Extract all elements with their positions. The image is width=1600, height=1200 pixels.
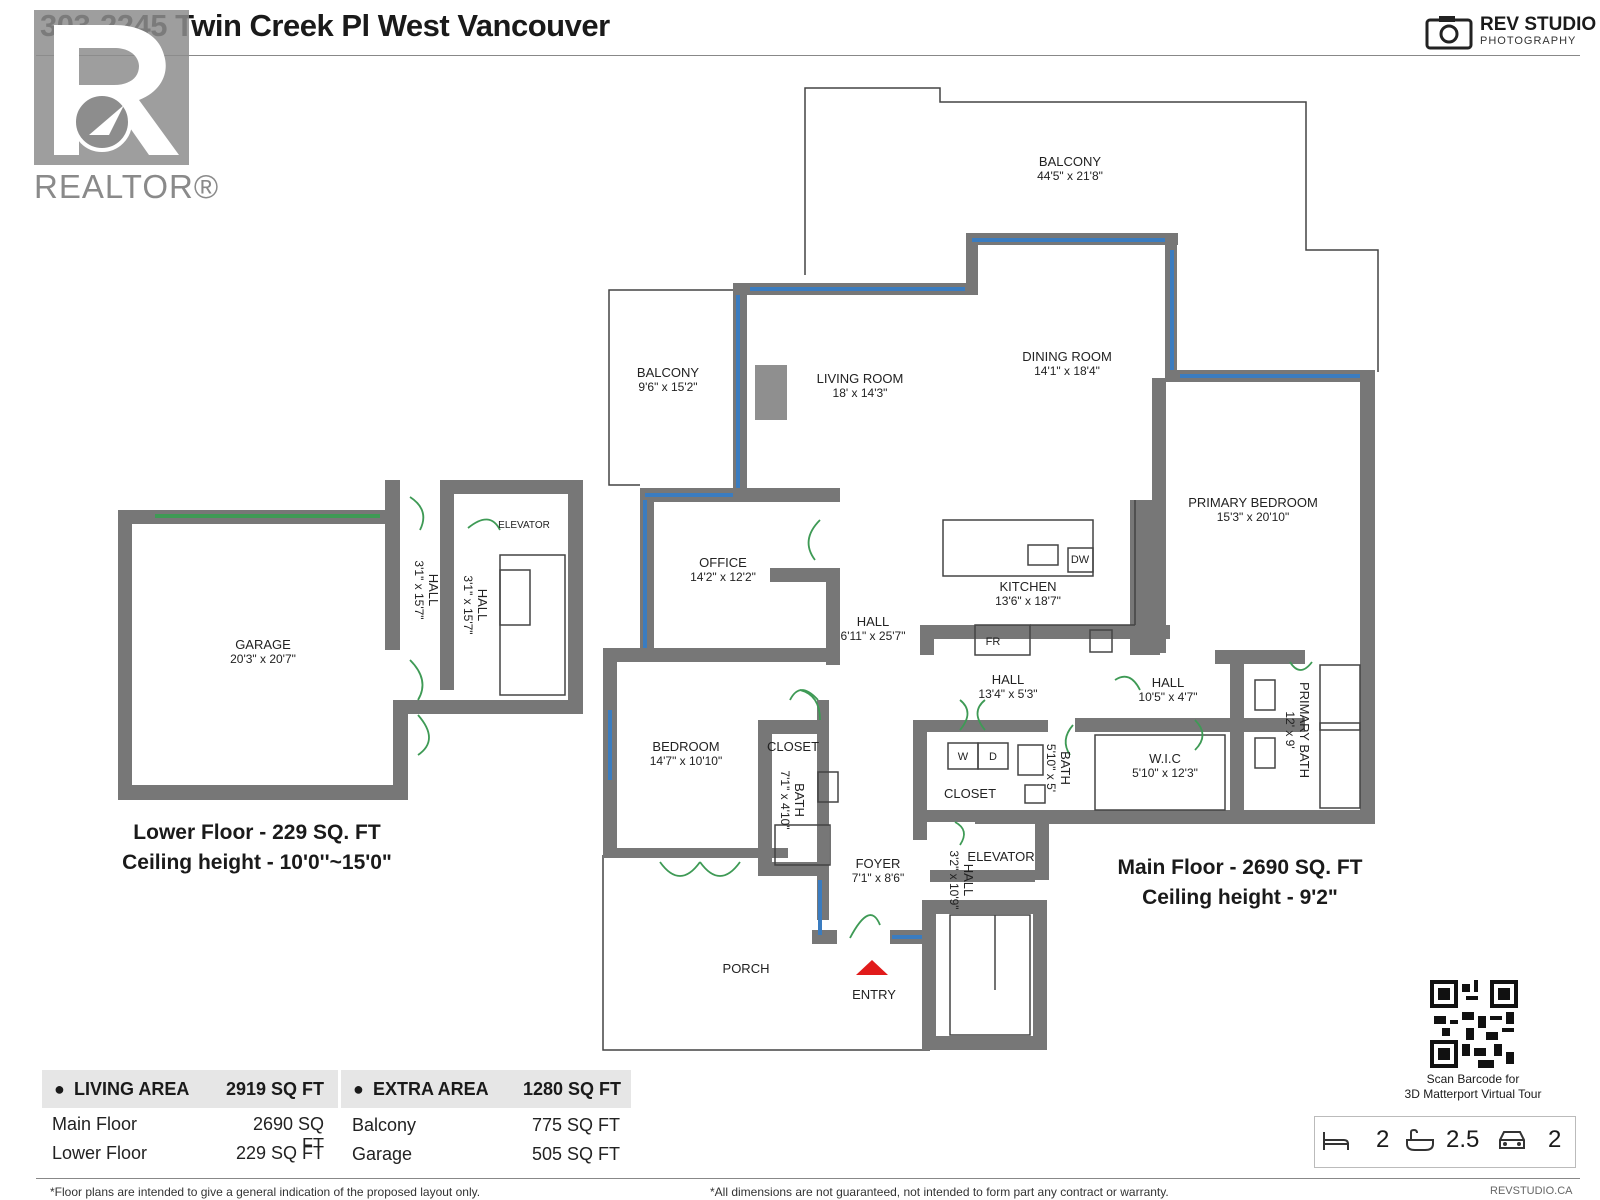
- living-row-value: 229 SQ FT: [235, 1143, 324, 1163]
- bath-icon: [1405, 1128, 1435, 1157]
- footer-disclaimer-left: *Floor plans are intended to give a gene…: [50, 1185, 481, 1199]
- dryer-label: D: [989, 751, 997, 763]
- bullet-icon: ●: [54, 1079, 65, 1099]
- realtor-logo: [34, 10, 189, 175]
- qr-code[interactable]: [1430, 980, 1518, 1073]
- bath-count: 2.5: [1446, 1126, 1480, 1153]
- extra-row-value: 775 SQ FT: [531, 1115, 620, 1135]
- living-row-value: 2690 SQ FT: [252, 1114, 324, 1155]
- fridge-label: FR: [985, 636, 1001, 648]
- camera-icon: [1425, 14, 1473, 55]
- room-porch: PORCH: [722, 961, 770, 976]
- extra-row-name: Garage: [352, 1144, 413, 1164]
- extra-row-value: 505 SQ FT: [531, 1144, 620, 1164]
- living-area-header: ● LIVING AREA 2919 SQ FT: [42, 1070, 338, 1108]
- room-closet-1: CLOSET: [766, 739, 820, 754]
- footer-disclaimer-middle: *All dimensions are not guaranteed, not …: [710, 1185, 1169, 1199]
- bullet-icon: ●: [353, 1079, 364, 1099]
- entry-arrow: [856, 960, 888, 975]
- footer-website[interactable]: REVSTUDIO.CA: [1490, 1185, 1573, 1197]
- living-area-total: 2919 SQ FT: [225, 1079, 324, 1099]
- living-row-name: Lower Floor: [52, 1143, 148, 1163]
- room-closet-2: CLOSET: [943, 786, 997, 801]
- bed-count: 2: [1376, 1126, 1390, 1153]
- parking-count: 2: [1548, 1126, 1562, 1153]
- footer-divider: [36, 1178, 1580, 1179]
- living-row-name: Main Floor: [52, 1114, 138, 1134]
- extra-area-label: EXTRA AREA: [373, 1079, 489, 1099]
- extra-area-total: 1280 SQ FT: [522, 1079, 621, 1099]
- realtor-wordmark: REALTOR®: [34, 168, 220, 205]
- room-elevator-lower: ELEVATOR: [498, 520, 550, 531]
- header-divider: [36, 55, 1580, 56]
- entry-label: ENTRY: [852, 987, 896, 1002]
- brand-name: REV STUDIO: [1480, 14, 1597, 35]
- room-elevator-main: ELEVATOR: [967, 849, 1035, 864]
- extra-area-header: ● EXTRA AREA 1280 SQ FT: [341, 1070, 631, 1108]
- washer-label: W: [957, 751, 969, 763]
- car-icon: [1497, 1128, 1527, 1157]
- extra-row-name: Balcony: [352, 1115, 417, 1135]
- dishwasher-label: DW: [1070, 554, 1090, 566]
- living-area-label: LIVING AREA: [74, 1079, 190, 1099]
- bed-icon: [1322, 1128, 1350, 1157]
- brand-subtitle: PHOTOGRAPHY: [1480, 35, 1577, 47]
- property-stats: [1314, 1116, 1576, 1168]
